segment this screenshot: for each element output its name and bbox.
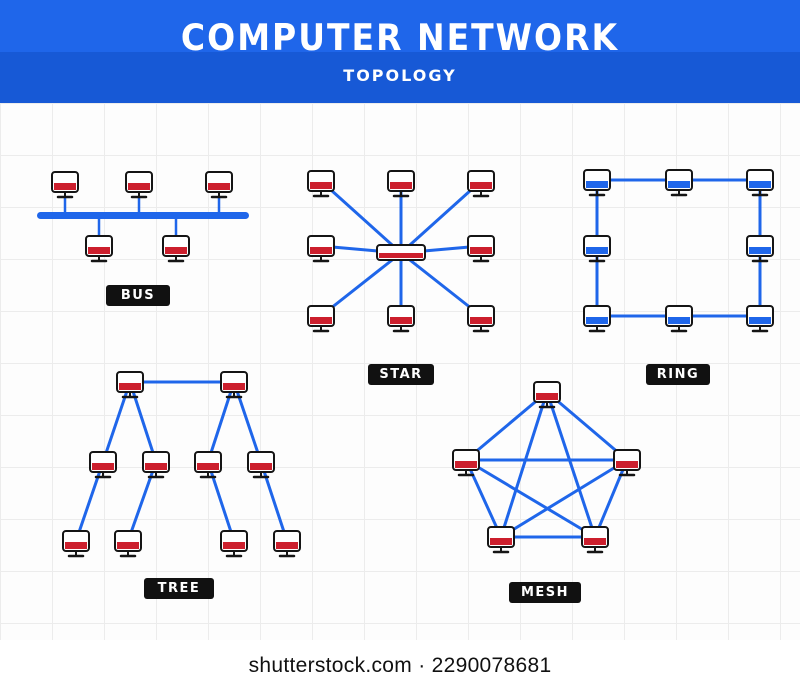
network-link [399,251,483,318]
computer-icon [467,305,495,333]
network-link [499,390,549,539]
computer-icon [487,526,515,554]
network-link [128,380,158,464]
computer-icon [125,171,153,199]
computer-icon [307,305,335,333]
computer-icon [583,235,611,263]
page-title: COMPUTER NETWORK [180,16,620,59]
bus-topology [37,171,249,263]
network-link [74,460,105,543]
network-link [101,380,132,464]
network-link [593,458,629,539]
computer-icon [51,171,79,199]
computer-icon [581,526,609,554]
network-link [259,460,289,543]
network-link [545,390,597,539]
network-link [464,390,549,462]
header-band [0,52,800,103]
network-link [464,458,597,539]
network-link [499,458,629,539]
network-link [206,460,236,543]
computer-icon [220,371,248,399]
computer-icon [467,170,495,198]
computer-icon [387,170,415,198]
mesh-topology [452,381,641,554]
mesh-label: MESH [509,582,581,603]
bus-backbone [37,212,249,219]
computer-icon [62,530,90,558]
computer-icon [583,169,611,197]
computer-icon [89,451,117,479]
network-link [399,179,483,255]
computer-icon [613,449,641,477]
star-topology [307,170,495,333]
tree-label: TREE [144,578,214,599]
computer-icon [142,451,170,479]
computer-icon [194,451,222,479]
computer-icon [273,530,301,558]
computer-icon [533,381,561,409]
computer-icon [307,170,335,198]
page-subtitle: TOPOLOGY [343,66,457,85]
ring-topology [583,169,774,333]
tree-topology [62,371,301,558]
bus-label: BUS [106,285,170,306]
computer-icon [452,449,480,477]
watermark: shutterstock.com · 2290078681 [248,654,552,677]
computer-icon [583,305,611,333]
computer-icon [665,305,693,333]
computer-icon [162,235,190,263]
network-link [206,380,236,464]
computer-icon [307,235,335,263]
computer-icon [114,530,142,558]
ring-label: RING [646,364,710,385]
computer-icon [220,530,248,558]
footer [0,640,800,689]
network-link [232,380,263,464]
network-link [545,390,629,462]
computer-icon [247,451,275,479]
computer-icon [746,169,774,197]
network-link [464,458,503,539]
computer-icon [746,235,774,263]
computer-icon [387,305,415,333]
computer-icon [746,305,774,333]
star-label: STAR [368,364,434,385]
computer-icon [85,235,113,263]
computer-icon [665,169,693,197]
network-link [126,460,158,543]
network-link [319,179,403,255]
network-link [319,251,403,318]
computer-icon [205,171,233,199]
hub-switch-icon [376,244,426,261]
computer-icon [116,371,144,399]
header-banner: COMPUTER NETWORK TOPOLOGY [0,0,800,103]
computer-icon [467,235,495,263]
